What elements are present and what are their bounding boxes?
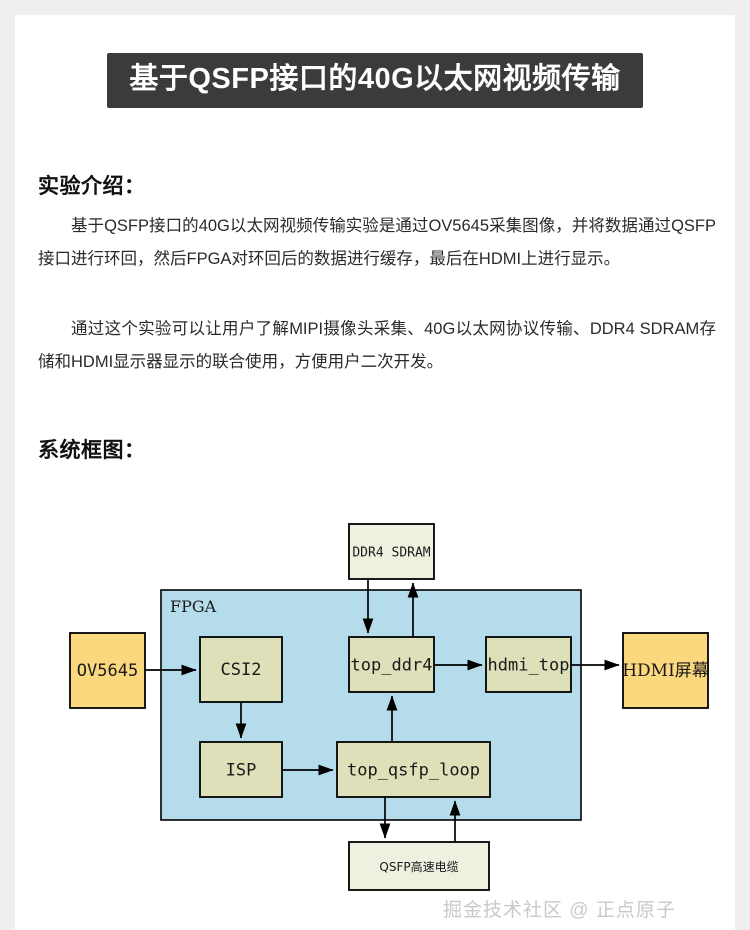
- node-isp[interactable]: ISP: [199, 741, 283, 798]
- node-hdmi-top-label: hdmi_top: [488, 656, 570, 676]
- section-heading-block-diagram: 系统框图：: [38, 439, 146, 462]
- system-block-diagram: FPGA D: [15, 480, 735, 930]
- intro-paragraph-1: 基于QSFP接口的40G以太网视频传输实验是通过OV5645采集图像，并将数据通…: [38, 217, 716, 268]
- node-hdmi-screen[interactable]: HDMI屏幕: [622, 632, 709, 709]
- intro-paragraph-2: 通过这个实验可以让用户了解MIPI摄像头采集、40G以太网协议传输、DDR4 S…: [38, 320, 716, 371]
- node-hdmi-screen-label: HDMI屏幕: [622, 661, 709, 681]
- fpga-container-label: FPGA: [170, 597, 217, 616]
- node-hdmi-top[interactable]: hdmi_top: [485, 636, 572, 693]
- node-top-qsfp-loop[interactable]: top_qsfp_loop: [336, 741, 491, 798]
- title-container: 基于QSFP接口的40G以太网视频传输: [15, 53, 735, 109]
- section-heading-intro: 实验介绍：: [38, 175, 146, 198]
- node-csi2[interactable]: CSI2: [199, 636, 283, 703]
- node-isp-label: ISP: [226, 761, 257, 781]
- page-title: 基于QSFP接口的40G以太网视频传输: [107, 53, 643, 109]
- node-top-ddr4-label: top_ddr4: [351, 656, 433, 676]
- node-ov5645-label: OV5645: [77, 661, 138, 681]
- node-top-ddr4[interactable]: top_ddr4: [348, 636, 435, 693]
- node-ddr4-sdram[interactable]: DDR4 SDRAM: [348, 523, 435, 580]
- document-page: 基于QSFP接口的40G以太网视频传输 实验介绍： 基于QSFP接口的40G以太…: [15, 15, 735, 930]
- node-qsfp-cable-label: QSFP高速电缆: [379, 859, 458, 874]
- node-qsfp-cable[interactable]: QSFP高速电缆: [348, 841, 490, 891]
- watermark: 掘金技术社区 @ 正点原子: [443, 900, 676, 921]
- node-ov5645[interactable]: OV5645: [69, 632, 146, 709]
- node-ddr4-sdram-label: DDR4 SDRAM: [352, 546, 430, 561]
- node-csi2-label: CSI2: [221, 660, 262, 680]
- node-top-qsfp-loop-label: top_qsfp_loop: [347, 761, 480, 781]
